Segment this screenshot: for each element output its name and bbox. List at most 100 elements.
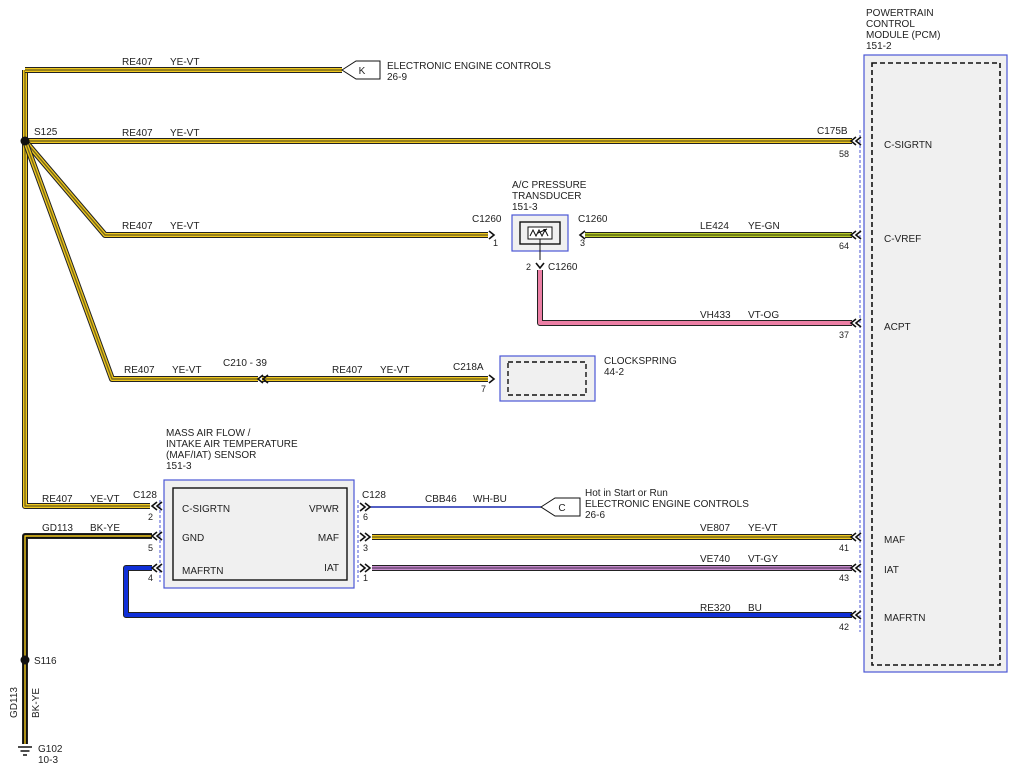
maf-right-arrow-b2: [359, 563, 367, 573]
acp-pin1-arrow: [488, 230, 496, 240]
wire-3-color: YE-VT: [170, 221, 199, 232]
ground-g102: G102 10-3: [18, 744, 63, 766]
acp-pin-number-3: 3: [580, 238, 585, 248]
maf-pin-maf: MAF: [318, 533, 339, 544]
pcm-title-line-3: MODULE (PCM): [866, 30, 940, 41]
acp-title-line-2: TRANSDUCER: [512, 191, 581, 202]
wire-12-circuit: VE740: [700, 554, 730, 565]
reference-c-line1: Hot in Start or Run: [585, 488, 668, 499]
wire-9-circuit: GD113: [42, 523, 73, 534]
pcm-pin-arrow-0-b: [854, 136, 862, 146]
ground-wire-color: BK-YE: [31, 688, 42, 718]
clockspring: CLOCKSPRING 44-2: [499, 355, 677, 402]
wire-7-circuit: RE407: [332, 365, 363, 376]
wire-2-circuit: RE407: [122, 128, 153, 139]
wire-vh433-acpt: [537, 270, 852, 326]
splice-s116-label: S116: [34, 656, 57, 667]
pcm-pin-number-42: 42: [839, 622, 849, 632]
wire-2-color: YE-VT: [170, 128, 199, 139]
maf-right-arrow-b0: [359, 502, 367, 512]
pcm-pin-number-37: 37: [839, 330, 849, 340]
acp-pin-number-2: 2: [526, 262, 531, 272]
maf-right-arrow-b1: [359, 532, 367, 542]
wire-10-circuit: CBB46: [425, 494, 457, 505]
wire-11-circuit: VE807: [700, 523, 730, 534]
pcm-pin-arrow-1-a: [849, 230, 857, 240]
wire-8-color: YE-VT: [90, 494, 119, 505]
maf-iat-sensor: MASS AIR FLOW / INTAKE AIR TEMPERATURE (…: [159, 428, 359, 589]
maf-left-arrow-1-a: [150, 531, 158, 541]
wire-6-circuit: RE407: [124, 365, 155, 376]
connector-c175b: C175B: [817, 126, 848, 137]
connector-c218a: C218A: [453, 362, 484, 373]
pcm-pin-c-vref: C-VREF: [884, 234, 921, 245]
acp-pin-number-1: 1: [493, 238, 498, 248]
reference-k-page: 26-9: [387, 72, 407, 83]
maf-title-line-1: MASS AIR FLOW /: [166, 428, 251, 439]
wire-trunk-yellow: [22, 70, 150, 509]
pcm-title-line-2: CONTROL: [866, 19, 915, 30]
pcm-pin-arrow-0-a: [849, 136, 857, 146]
splice-s116: S116: [20, 655, 57, 667]
maf-title-line-2: INTAKE AIR TEMPERATURE: [166, 439, 298, 450]
reference-c-page: 26-6: [585, 510, 605, 521]
wire-5-circuit: VH433: [700, 310, 731, 321]
pcm-pin-arrow-2-a: [849, 318, 857, 328]
ground-wire-circuit: GD113: [9, 687, 20, 718]
maf-left-arrow-2-b: [155, 563, 163, 573]
pcm-pin-iat: IAT: [884, 565, 899, 576]
maf-pin-number-6: 6: [363, 512, 368, 522]
ac-pressure-transducer: A/C PRESSURE TRANSDUCER 151-3: [511, 180, 587, 260]
acp-pin3-arrow: [578, 230, 586, 240]
connector-c1260-right: C1260: [578, 214, 608, 225]
splice-s125-label: S125: [34, 127, 58, 138]
maf-left-arrow-0-a: [150, 501, 158, 511]
pcm-pin-arrow-1-b: [854, 230, 862, 240]
maf-title-line-3: (MAF/IAT) SENSOR: [166, 450, 256, 461]
acp-title-line-3: 151-3: [512, 202, 538, 213]
pcm-pin-acpt: ACPT: [884, 322, 911, 333]
pcm-pin-arrow-3-b: [854, 532, 862, 542]
connector-c128-left: C128: [133, 490, 157, 501]
wire-13-color: BU: [748, 603, 762, 614]
wire-9-color: BK-YE: [90, 523, 120, 534]
pcm-title-line-4: 151-2: [866, 41, 892, 52]
splice-s125: S125: [20, 127, 58, 146]
pcm-pin-arrow-5-b: [854, 610, 862, 620]
c210-arrow: [256, 374, 264, 384]
pcm-pin-mafrtn: MAFRTN: [884, 613, 925, 624]
c210-arrow-2: [261, 374, 269, 384]
wire-11-color: YE-VT: [748, 523, 777, 534]
maf-pin-vpwr: VPWR: [309, 504, 339, 515]
pcm-pin-maf: MAF: [884, 535, 905, 546]
maf-pin-mafrtn: MAFRTN: [182, 566, 223, 577]
reference-c: C Hot in Start or Run ELECTRONIC ENGINE …: [540, 488, 749, 521]
maf-right-arrow-2: [364, 563, 372, 573]
pcm-pin-arrow-3-a: [849, 532, 857, 542]
maf-pin-gnd: GND: [182, 533, 204, 544]
wire-12-color: VT-GY: [748, 554, 778, 565]
pcm-pin-number-43: 43: [839, 573, 849, 583]
wire-1-color: YE-VT: [170, 57, 199, 68]
wire-4-circuit: LE424: [700, 221, 729, 232]
maf-left-arrow-1-b: [155, 531, 163, 541]
wires-layer: [22, 67, 852, 744]
connector-c1260-bottom: C1260: [548, 262, 578, 273]
wire-re407-c210: [22, 139, 258, 382]
pcm-pin-arrow-2-b: [854, 318, 862, 328]
reference-c-label: C: [558, 503, 565, 514]
ground-label: G102: [38, 744, 63, 755]
connector-arrows: [150, 136, 862, 620]
pcm-pin-arrow-5-a: [849, 610, 857, 620]
acp-title-line-1: A/C PRESSURE: [512, 180, 587, 191]
wire-gd113-ground: [22, 533, 152, 744]
pcm-module: POWERTRAIN CONTROL MODULE (PCM) 151-2 C-…: [859, 8, 1008, 673]
connector-c128-right: C128: [362, 490, 386, 501]
pcm-pin-arrow-4-a: [849, 563, 857, 573]
reference-k-label: K: [359, 66, 366, 77]
wire-5-color: VT-OG: [748, 310, 779, 321]
maf-pin-c-sigrtn: C-SIGRTN: [182, 504, 230, 515]
pcm-pin-number-64: 64: [839, 241, 849, 251]
wire-re407-acp: [22, 139, 488, 238]
reference-c-title: ELECTRONIC ENGINE CONTROLS: [585, 499, 749, 510]
